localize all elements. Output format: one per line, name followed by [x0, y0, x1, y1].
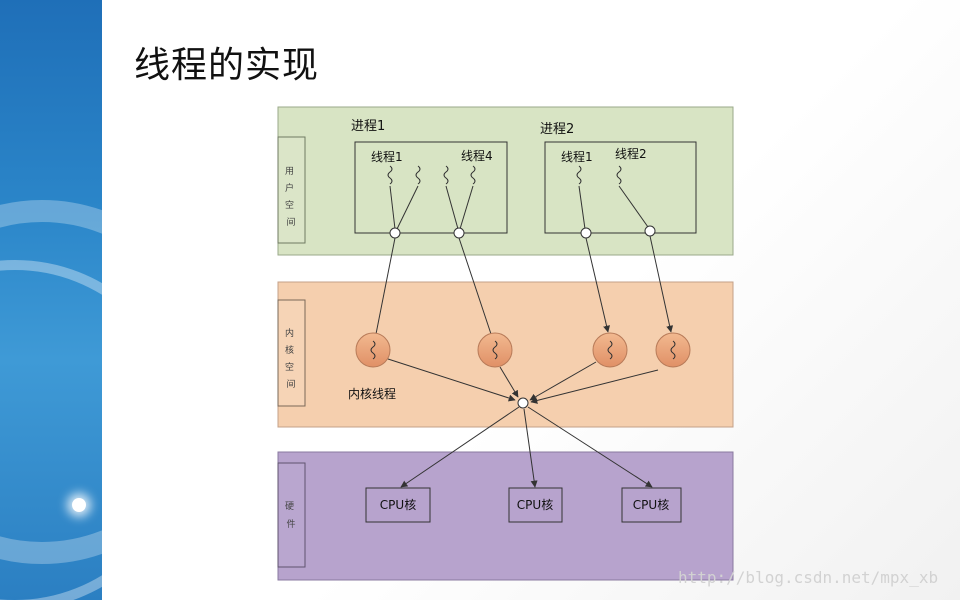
cpu-core-label: CPU核 — [380, 498, 416, 512]
user-to-kernel-line — [375, 237, 396, 335]
thread-squiggle-icon — [492, 340, 498, 360]
thread-squiggles — [387, 165, 622, 185]
process-2-thread-2-label: 线程2 — [615, 146, 647, 161]
mapping-node — [453, 227, 465, 239]
kernel-threads — [355, 332, 691, 368]
kernel-thread-ball — [592, 332, 628, 368]
kernel-to-scheduler-lines — [387, 358, 659, 404]
process-1-label: 进程1 — [351, 119, 385, 134]
kernel-thread-ball — [477, 332, 513, 368]
swoosh-decoration — [0, 260, 102, 600]
kernel-thread-ball — [655, 332, 691, 368]
user-space-side-tab — [277, 136, 306, 244]
left-decorative-band — [0, 0, 102, 600]
thread-squiggle-icon — [387, 165, 393, 185]
cpu-core-label: CPU核 — [517, 498, 553, 512]
process-2-thread-1-label: 线程1 — [561, 149, 593, 164]
process-2-box — [544, 141, 697, 234]
hardware-side-tab — [277, 462, 306, 568]
user-to-kernel-arrow — [649, 235, 674, 333]
kernel-thread-ball — [355, 332, 391, 368]
cpu-core-box — [621, 487, 682, 523]
process-2-label: 进程2 — [540, 122, 574, 137]
thread-squiggle-icon — [670, 340, 676, 360]
page-title: 线程的实现 — [134, 45, 320, 86]
thread-squiggle-icon — [370, 340, 376, 360]
kernel-space-label: 内 核 空 间 — [285, 327, 297, 390]
thread-squiggle-icon — [443, 165, 449, 185]
mapping-node — [580, 227, 592, 239]
kernel-thread-label: 内核线程 — [348, 386, 396, 401]
thread-squiggle-icon — [470, 165, 476, 185]
process-1-box — [354, 141, 508, 234]
thread-to-node-lines — [389, 185, 649, 230]
cpu-core-label: CPU核 — [633, 498, 669, 512]
user-to-kernel-lines — [375, 235, 674, 335]
scheduler-node — [517, 397, 529, 409]
user-to-kernel-arrow — [585, 237, 610, 333]
cpu-core-box — [508, 487, 563, 523]
glow-dot — [72, 498, 86, 512]
cpu-core-box — [365, 487, 431, 523]
thread-squiggle-icon — [415, 165, 421, 185]
user-to-kernel-line — [458, 237, 492, 335]
mapping-node — [389, 227, 401, 239]
thread-squiggle-icon — [607, 340, 613, 360]
thread-squiggle-icon — [616, 165, 622, 185]
scheduler-to-cpu-arrows — [400, 406, 653, 488]
thread-squiggle-icon — [576, 165, 582, 185]
mapping-node — [644, 225, 656, 237]
cpu-cores: CPU核 CPU核 CPU核 — [365, 487, 682, 523]
watermark: http://blog.csdn.net/mpx_xb — [678, 568, 939, 587]
hardware-label: 硬 件 — [285, 501, 297, 530]
process-1-thread-4-label: 线程4 — [461, 148, 493, 163]
process-1-thread-1-label: 线程1 — [371, 149, 403, 164]
user-space-label: 用 户 空 间 — [285, 166, 297, 228]
kernel-space-side-tab — [277, 299, 306, 407]
